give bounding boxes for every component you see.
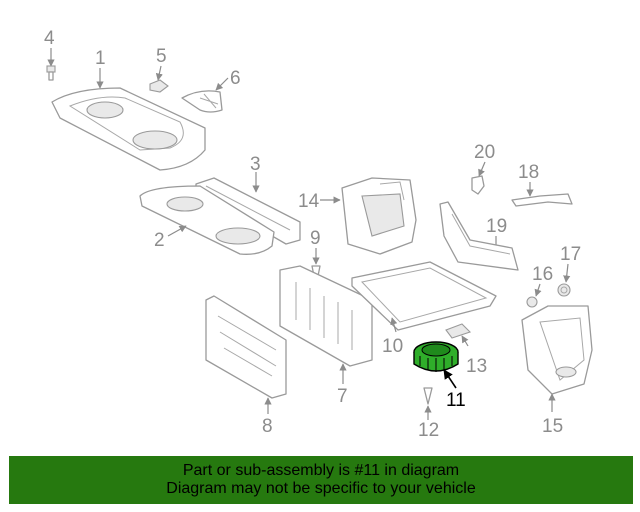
callout-8: 8 — [262, 416, 273, 437]
callout-14: 14 — [298, 191, 320, 212]
callout-17: 17 — [560, 244, 581, 265]
part-10-trunk-mat — [351, 261, 497, 333]
callout-15: 15 — [542, 416, 563, 437]
callout-3: 3 — [250, 154, 261, 175]
part-16-clip — [526, 283, 542, 308]
part-6-grille — [181, 77, 229, 113]
part-20-clip — [471, 161, 486, 195]
part-12-screw — [423, 387, 433, 420]
banner-line-2: Diagram may not be specific to your vehi… — [166, 480, 476, 497]
parts-diagram: 4 1 5 6 3 2 14 20 18 19 9 17 16 10 13 7 … — [44, 28, 593, 441]
part-5-bracket — [149, 65, 169, 93]
part-17-grommet — [557, 263, 571, 297]
part-1-rear-shelf — [51, 68, 206, 171]
part-11-housing-highlighted — [413, 341, 459, 389]
callout-18: 18 — [518, 162, 539, 183]
part-18-bracket — [511, 182, 573, 207]
part-19-panel — [439, 201, 519, 271]
part-14-side-trim — [320, 177, 417, 255]
callout-2: 2 — [154, 230, 165, 251]
callout-16: 16 — [532, 264, 553, 285]
part-8-lower-panel — [205, 295, 287, 414]
part-13-pad — [445, 323, 472, 347]
callout-7: 7 — [337, 386, 348, 407]
callout-5: 5 — [156, 46, 167, 67]
info-banner: Part or sub-assembly is #11 in diagram D… — [9, 456, 633, 504]
callout-10: 10 — [382, 336, 403, 357]
part-15-side-trim — [521, 305, 593, 412]
callout-20: 20 — [474, 142, 495, 163]
callout-4: 4 — [44, 28, 55, 49]
part-2-shelf-panel — [139, 185, 275, 255]
banner-line-1: Part or sub-assembly is #11 in diagram — [182, 462, 460, 479]
callout-11: 11 — [446, 390, 466, 411]
callout-9: 9 — [310, 228, 321, 249]
callout-12: 12 — [418, 420, 439, 441]
callout-1: 1 — [95, 48, 106, 69]
callout-13: 13 — [466, 356, 487, 377]
part-4-clip — [46, 48, 56, 81]
callout-6: 6 — [230, 68, 241, 89]
callout-19: 19 — [486, 216, 507, 237]
part-7-partition — [279, 265, 373, 384]
